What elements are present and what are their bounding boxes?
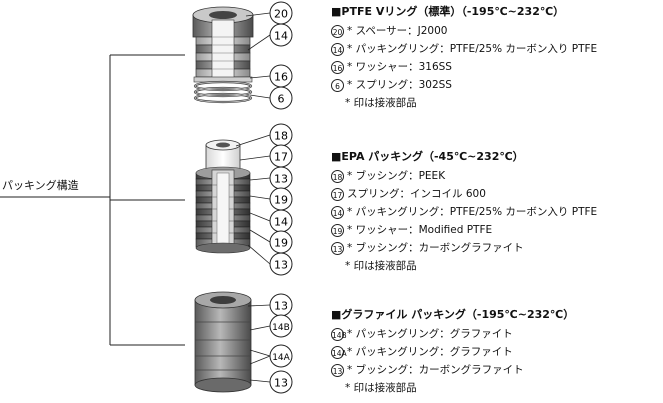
callout-label: 20	[274, 8, 288, 21]
callout: 13	[269, 166, 293, 190]
legend-item: 14A* パッキングリング：グラファイト	[331, 345, 513, 359]
tree-lines	[0, 54, 185, 346]
callouts: 20 14 16 6 18 17 13 19	[269, 1, 293, 394]
item-text: * パッキングリング：PTFE/25% カーボン入り PTFE	[347, 43, 598, 55]
callout: 17	[269, 144, 293, 168]
legend-item: 19* ワッシャー：Modified PTFE	[331, 223, 492, 237]
callout-label: 18	[274, 130, 288, 143]
wetted-parts-note: * 印は接液部品	[345, 260, 417, 272]
group-heading-graphite: ■グラファイル パッキング（-195℃~232℃）	[331, 308, 575, 321]
legend-item: 13* ブッシング：カーボングラファイト	[331, 241, 524, 255]
item-number-badge: 19	[331, 223, 344, 237]
legend-item: 14* パッキングリング：PTFE/25% カーボン入り PTFE	[331, 42, 597, 56]
item-text: * スプリング：302SS	[347, 79, 452, 91]
item-number-badge: 14	[331, 205, 344, 219]
item-number-badge: 17	[331, 187, 344, 201]
root-label: パッキング構造	[2, 179, 79, 192]
legend-item: 14* パッキングリング：PTFE/25% カーボン入り PTFE	[331, 205, 597, 219]
legend-item: 14B* パッキングリング：グラファイト	[331, 327, 513, 341]
callout: 13	[269, 370, 293, 394]
callout-label: 13	[274, 377, 288, 390]
item-number-badge: 14B	[331, 327, 347, 341]
item-number-badge: 14	[331, 42, 344, 56]
callout-label: 13	[274, 173, 288, 186]
callout-label: 14B	[272, 323, 290, 333]
item-text: * パッキングリング：グラファイト	[347, 346, 513, 358]
callout-label: 13	[274, 259, 288, 272]
wetted-parts-note: * 印は接液部品	[345, 97, 417, 109]
callout: 19	[269, 230, 293, 254]
item-text: * ブッシング：カーボングラファイト	[347, 364, 524, 376]
item-number-badge: 13	[331, 241, 344, 255]
callout: 6	[269, 86, 293, 110]
legend-item: 13* ブッシング：カーボングラファイト	[331, 363, 524, 377]
item-text: スプリング：インコイル 600	[347, 188, 486, 200]
legend-item: 20* スペーサー：J2000	[331, 24, 447, 38]
wetted-parts-note: * 印は接液部品	[345, 382, 417, 394]
callout: 14A	[269, 344, 293, 368]
callout: 19	[269, 187, 293, 211]
ptfe-v-ring-illustration	[192, 6, 271, 104]
graphite-packing-illustration	[194, 291, 271, 393]
callout: 14	[269, 23, 293, 47]
item-text: * スペーサー：J2000	[347, 25, 448, 37]
callout-label: 17	[274, 151, 288, 164]
callout-label: 14	[274, 216, 288, 229]
group-heading-epa: ■EPA パッキング（-45℃~232℃）	[331, 150, 524, 163]
callout: 14B	[269, 314, 293, 338]
item-number-badge: 18	[331, 169, 344, 183]
item-number-badge: 20	[331, 24, 344, 38]
callout-label: 16	[274, 71, 288, 84]
legend-item: 6* スプリング：302SS	[331, 78, 452, 92]
epa-packing-illustration	[195, 134, 271, 265]
legend-item: 16* ワッシャー：316SS	[331, 60, 452, 74]
item-number-badge: 14A	[331, 345, 347, 359]
item-text: * パッキングリング：グラファイト	[347, 328, 513, 340]
item-number-badge: 6	[331, 78, 344, 92]
group-heading-ptfe: ■PTFE Vリング（標準）（-195℃~232℃）	[331, 5, 565, 18]
callout-label: 19	[274, 237, 288, 250]
item-text: * ワッシャー：316SS	[347, 61, 452, 73]
callout: 14	[269, 209, 293, 233]
callout: 16	[269, 64, 293, 88]
callout-label: 13	[274, 300, 288, 313]
item-text: * ワッシャー：Modified PTFE	[347, 224, 493, 236]
callout: 20	[269, 1, 293, 25]
callout-label: 14A	[272, 353, 290, 363]
callout: 13	[269, 293, 293, 317]
legend-item: 18* ブッシング：PEEK	[331, 169, 445, 183]
callout-label: 6	[278, 93, 285, 106]
callout: 13	[269, 252, 293, 276]
item-number-badge: 13	[331, 363, 344, 377]
item-text: * ブッシング：カーボングラファイト	[347, 242, 524, 254]
callout-label: 14	[274, 30, 288, 43]
callout-label: 19	[274, 194, 288, 207]
item-number-badge: 16	[331, 60, 344, 74]
item-text: * パッキングリング：PTFE/25% カーボン入り PTFE	[347, 206, 598, 218]
callout: 18	[269, 123, 293, 147]
item-text: * ブッシング：PEEK	[347, 170, 446, 182]
